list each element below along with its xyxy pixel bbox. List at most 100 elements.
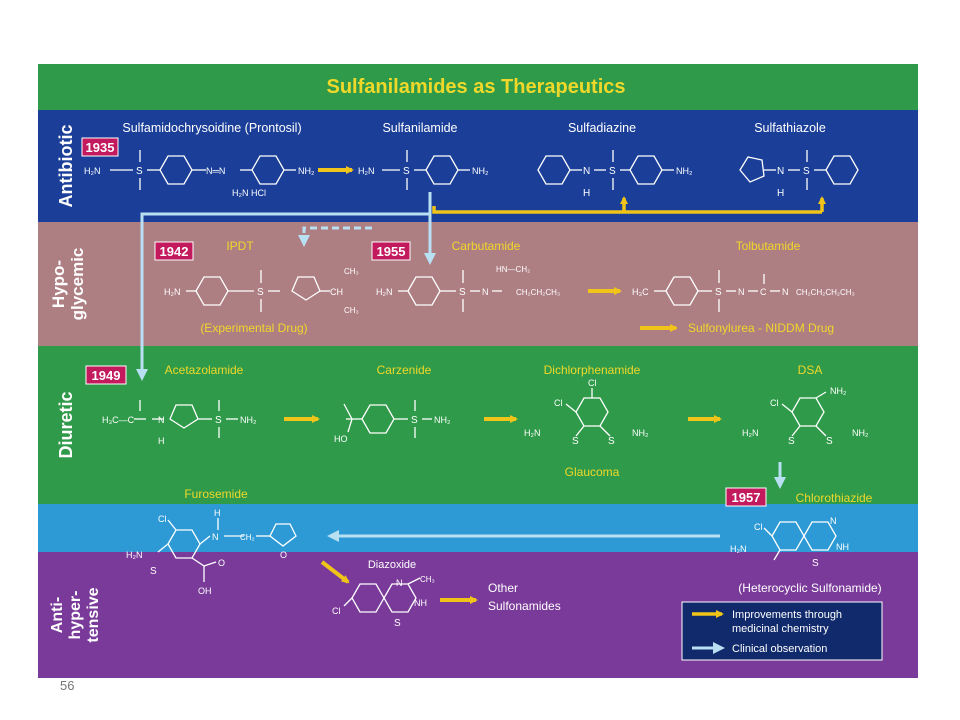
structure-diazoxide (343, 577, 421, 613)
structure-dichlorphenamide (565, 388, 611, 437)
structure-furosemide (157, 518, 297, 582)
atom-label: NH (414, 598, 427, 608)
atom-label: N (482, 287, 489, 297)
band-label-tensive: tensive (85, 587, 102, 642)
atom-label: N (212, 532, 219, 542)
atom-label: C (760, 287, 767, 297)
structure-prontosil (110, 150, 296, 190)
heterocyclic-label: (Heterocyclic Sulfonamide) (738, 581, 881, 595)
structure-acetazolamide (134, 400, 238, 438)
atom-label: OH (198, 586, 212, 596)
atom-label: CH₃ (420, 575, 435, 584)
atom-label: Cl (770, 398, 779, 408)
atom-label: S (459, 287, 466, 298)
atom-label: S (394, 618, 401, 629)
atom-label: S (572, 436, 579, 447)
compound-ipdt: IPDT (226, 239, 254, 253)
atom-label: N═N (206, 166, 225, 176)
atom-label: S (812, 558, 819, 569)
compound-dsa: DSA (798, 363, 823, 377)
atom-label: NH₂ (632, 428, 649, 438)
legend-clinical: Clinical observation (732, 643, 827, 655)
atom-label: N (158, 415, 165, 425)
atom-label: N (396, 578, 403, 588)
atom-label: H₂N (126, 550, 143, 560)
atom-label: S (609, 166, 616, 177)
atom-label: N (830, 516, 837, 526)
atom-label: Cl (588, 378, 597, 388)
atom-label: H (777, 188, 784, 199)
atom-label: NH₂ (298, 166, 315, 176)
atom-label: CH₂CH₂CH₃ (516, 288, 560, 297)
atom-label: S (715, 287, 722, 298)
atom-label: NH₂ (472, 166, 489, 176)
structure-tolbutamide (654, 270, 780, 312)
compound-diazoxide: Diazoxide (368, 559, 416, 571)
atom-label: H (214, 508, 221, 518)
year-1935: 1935 (86, 140, 115, 155)
year-badge-1957 (725, 487, 767, 507)
atom-label: S (150, 566, 157, 577)
year-badge-1935 (81, 137, 119, 157)
compound-tolbutamide: Tolbutamide (736, 239, 801, 253)
title-band (38, 64, 918, 110)
compound-acetazolamide: Acetazolamide (165, 363, 244, 377)
atom-label: N (782, 287, 789, 297)
atom-label: Cl (332, 606, 341, 616)
other-label-1: Other (488, 581, 518, 595)
compound-furosemide: Furosemide (184, 487, 248, 501)
atom-label: NH₂ (240, 415, 257, 425)
atom-label: O (280, 550, 287, 560)
year-1949: 1949 (92, 368, 121, 383)
compound-sulfathiazole: Sulfathiazole (754, 121, 826, 135)
blue-bar-band (38, 504, 918, 552)
compound-dichlorphenamide: Dichlorphenamide (544, 363, 641, 377)
compound-sulfadiazine: Sulfadiazine (568, 121, 636, 135)
atom-label: H₂N (84, 166, 101, 176)
atom-label: HN—CH₂ (496, 265, 530, 274)
compound-chlorothiazide: Chlorothiazide (796, 491, 873, 505)
band-label-glycemic: glycemic (68, 248, 87, 321)
legend-improvements-line2: medicinal chemistry (732, 623, 829, 635)
structure-dsa (781, 391, 827, 437)
legend: Improvements through medicinal chemistry… (681, 601, 883, 661)
atom-label: CH (330, 287, 343, 297)
atom-label: H₃C—C (102, 415, 135, 425)
band-label-hyper: hyper- (67, 591, 84, 640)
clinical-arrow (136, 212, 430, 381)
year-1942: 1942 (160, 244, 189, 259)
sulfonylurea-label: Sulfonylurea - NIDDM Drug (688, 321, 834, 335)
compound-prontosil: Sulfamidochrysoidine (Prontosil) (122, 121, 301, 135)
atom-label: H₂N (730, 544, 747, 554)
atom-label: CH₃ (344, 306, 359, 315)
clinical-arrow-dashed (298, 226, 372, 247)
yellow-arrow (320, 560, 350, 584)
other-label-2: Sulfonamides (488, 599, 561, 613)
structure-ipdt (186, 270, 330, 312)
year-badge-1955 (371, 241, 411, 261)
atom-label: H₂N (742, 428, 759, 438)
atom-label: Cl (158, 514, 167, 524)
page-number: 56 (60, 678, 75, 693)
atom-label: HO (334, 434, 348, 444)
atom-label: S (215, 415, 222, 426)
atom-label: CH₂ (240, 533, 255, 542)
atom-label: S (257, 287, 264, 298)
atom-label: Cl (554, 398, 563, 408)
atom-label: S (608, 436, 615, 447)
atom-label: CH₃ (344, 267, 359, 276)
atom-label: N (583, 166, 590, 177)
structure-carbutamide (398, 270, 502, 312)
band-label-anti: Anti- (49, 597, 66, 633)
atom-label: NH₂ (434, 415, 451, 425)
structure-carzenide (343, 400, 432, 438)
compound-carzenide: Carzenide (377, 363, 432, 377)
atom-label: H₂N (164, 287, 181, 297)
glaucoma-label: Glaucoma (565, 465, 620, 479)
atom-label: O (218, 558, 225, 568)
atom-label: H₂N (376, 287, 393, 297)
structure-sulfanilamide (382, 150, 470, 190)
atom-label: H₃C (632, 287, 649, 297)
experimental-label: (Experimental Drug) (200, 321, 307, 335)
